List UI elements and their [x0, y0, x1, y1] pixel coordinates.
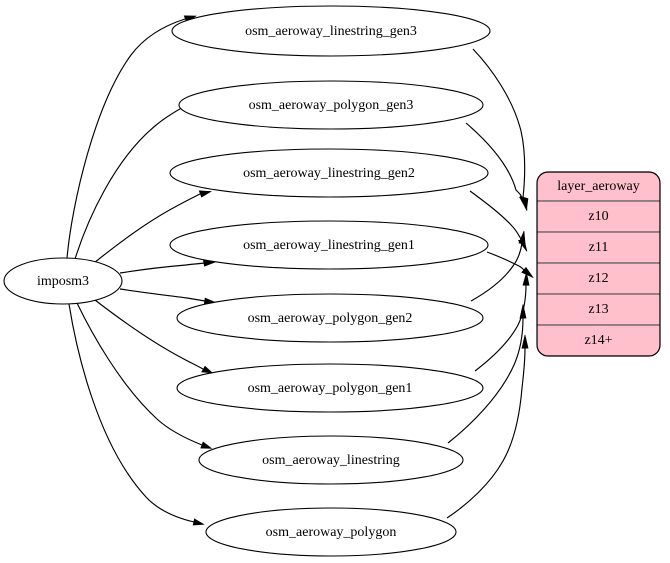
table-header-label: layer_aeroway — [557, 179, 639, 194]
node-osm_aeroway_linestring_gen2-label: osm_aeroway_linestring_gen2 — [243, 166, 415, 181]
edge-osm_aeroway_linestring_gen1-to-z12 — [486, 251, 534, 279]
edge-osm_aeroway_polygon_gen3-to-z10 — [465, 122, 528, 211]
edge-imposm3-to-osm_aeroway_polygon_gen2 — [119, 288, 217, 305]
edge-osm_aeroway_polygon_gen1-to-z12 — [474, 272, 530, 372]
edge-imposm3-to-osm_aeroway_polygon — [68, 303, 205, 526]
edge-imposm3-to-osm_aeroway_linestring — [76, 302, 213, 449]
node-osm_aeroway_linestring_gen1-label: osm_aeroway_linestring_gen1 — [243, 238, 415, 253]
edge-imposm3-to-osm_aeroway_linestring_gen2 — [93, 190, 212, 264]
table-row-z10-cell[interactable] — [537, 200, 660, 233]
node-osm_aeroway_polygon_gen1[interactable]: osm_aeroway_polygon_gen1 — [176, 363, 484, 413]
node-osm_aeroway_polygon_gen1-label: osm_aeroway_polygon_gen1 — [248, 381, 413, 396]
node-layer_aeroway-table[interactable]: layer_aeroway z10 z11 z12 z13 z14+ — [536, 171, 661, 357]
node-osm_aeroway_polygon_gen2[interactable]: osm_aeroway_polygon_gen2 — [176, 293, 484, 343]
table-row-layer_aeroway-cell — [537, 172, 660, 202]
node-osm_aeroway_linestring_gen3[interactable]: osm_aeroway_linestring_gen3 — [171, 5, 491, 57]
edge-osm_aeroway_polygon_gen2-to-z11 — [470, 230, 526, 302]
table-row-label-z11: z11 — [589, 240, 609, 255]
edge-osm_aeroway_polygon-to-z14 — [446, 334, 529, 519]
table-row-z12-cell[interactable] — [537, 262, 660, 295]
table-row-label-z12: z12 — [588, 271, 608, 286]
node-osm_aeroway_polygon_gen3-shape[interactable] — [178, 80, 484, 130]
node-osm_aeroway_polygon_gen3-label: osm_aeroway_polygon_gen3 — [249, 98, 414, 113]
node-osm_aeroway_linestring_gen1-shape[interactable] — [169, 220, 489, 270]
node-osm_aeroway_linestring_gen3-shape[interactable] — [171, 5, 491, 57]
edge-osm_aeroway_linestring-to-z13 — [447, 304, 527, 444]
table-outline — [536, 171, 661, 357]
edge-imposm3-to-osm_aeroway_polygon_gen1 — [94, 299, 214, 374]
node-osm_aeroway_linestring_gen3-label: osm_aeroway_linestring_gen3 — [245, 24, 417, 39]
edge-osm_aeroway_linestring_gen3-to-z10 — [472, 48, 529, 212]
node-osm_aeroway_polygon-shape[interactable] — [205, 507, 457, 557]
node-osm_aeroway_linestring[interactable]: osm_aeroway_linestring — [198, 435, 464, 485]
table-row-z14-cell[interactable] — [537, 324, 660, 356]
node-imposm3-shape[interactable] — [3, 257, 123, 305]
node-imposm3-label: imposm3 — [37, 274, 89, 289]
node-osm_aeroway_polygon[interactable]: osm_aeroway_polygon — [205, 507, 457, 557]
node-osm_aeroway_polygon_gen2-label: osm_aeroway_polygon_gen2 — [248, 311, 413, 326]
table-row-label-z14: z14+ — [584, 333, 612, 348]
node-osm_aeroway_linestring-shape[interactable] — [198, 435, 464, 485]
node-osm_aeroway_polygon_gen3[interactable]: osm_aeroway_polygon_gen3 — [178, 80, 484, 130]
table-row-label-z13: z13 — [588, 302, 608, 317]
node-osm_aeroway_linestring_gen1[interactable]: osm_aeroway_linestring_gen1 — [169, 220, 489, 270]
table-row-label-z10: z10 — [588, 209, 608, 224]
edge-group-tables-to-layer — [446, 48, 534, 519]
edge-imposm3-to-osm_aeroway_linestring_gen3 — [66, 15, 197, 259]
node-osm_aeroway_linestring_gen2-shape[interactable] — [169, 148, 489, 198]
node-osm_aeroway_polygon-label: osm_aeroway_polygon — [266, 525, 397, 540]
node-osm_aeroway_polygon_gen2-shape[interactable] — [176, 293, 484, 343]
node-osm_aeroway_linestring_gen2[interactable]: osm_aeroway_linestring_gen2 — [169, 148, 489, 198]
node-osm_aeroway_polygon_gen1-shape[interactable] — [176, 363, 484, 413]
node-osm_aeroway_linestring-label: osm_aeroway_linestring — [262, 453, 400, 468]
edge-imposm3-to-osm_aeroway_linestring_gen1 — [119, 259, 216, 274]
node-imposm3[interactable]: imposm3 — [3, 257, 123, 305]
